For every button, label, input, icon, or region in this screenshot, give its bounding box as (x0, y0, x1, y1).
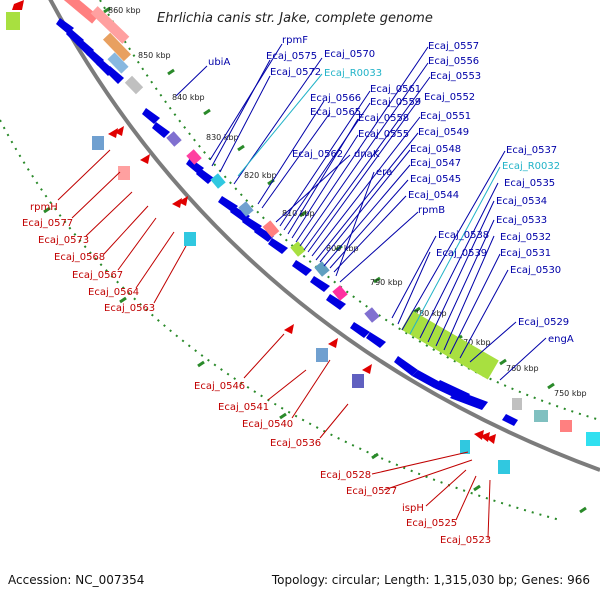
kbp-scale-labels: 860 kbp 850 kbp 840 kbp 830 kbp 820 kbp … (108, 6, 587, 398)
rna-gene-label: Ecaj_R0033 (324, 68, 382, 79)
inner-gene-blocks (6, 12, 510, 474)
gene-label: engA (548, 334, 574, 345)
gene-label: Ecaj_0564 (88, 287, 139, 298)
genome-backbone (48, 0, 600, 472)
kbp-label: 810 kbp (282, 209, 315, 218)
gene-label: Ecaj_0545 (410, 174, 461, 185)
kbp-label: 860 kbp (108, 6, 141, 15)
gene-label: ubiA (208, 57, 230, 68)
gene-label: Ecaj_0530 (510, 265, 561, 276)
gene-label: Ecaj_0568 (54, 252, 105, 263)
kbp-label: 780 kbp (414, 309, 447, 318)
gene-label: Ecaj_0527 (346, 486, 397, 497)
gene-label: Ecaj_0573 (38, 235, 89, 246)
kbp-label: 800 kbp (326, 244, 359, 253)
gene-label: Ecaj_0575 (266, 51, 317, 62)
forward-strand-labels: rpmH Ecaj_0577 Ecaj_0573 Ecaj_0568 Ecaj_… (22, 202, 491, 546)
gene-label: era (376, 167, 392, 178)
gene-label: Ecaj_0549 (418, 127, 469, 138)
gene-label: Ecaj_0535 (504, 178, 555, 189)
gene-label: Ecaj_0539 (436, 248, 487, 259)
gene-label: Ecaj_0544 (408, 190, 459, 201)
gene-label: Ecaj_0528 (320, 470, 371, 481)
gene-label: Ecaj_0537 (506, 145, 557, 156)
gene-label: Ecaj_0548 (410, 144, 461, 155)
gene-label: rpmH (30, 202, 58, 213)
gene-label: Ecaj_0563 (104, 303, 155, 314)
outer-scale-ring (99, 0, 600, 421)
kbp-label: 850 kbp (138, 51, 171, 60)
gene-label: Ecaj_0546 (194, 381, 245, 392)
kbp-label: 790 kbp (370, 278, 403, 287)
gene-label: Ecaj_0559 (370, 97, 421, 108)
kbp-label: 820 kbp (244, 171, 277, 180)
gene-label: Ecaj_0566 (310, 93, 361, 104)
gene-label: Ecaj_0572 (270, 67, 321, 78)
gene-label: Ecaj_0553 (430, 71, 481, 82)
kbp-label: 840 kbp (172, 93, 205, 102)
gene-label: Ecaj_0531 (500, 248, 551, 259)
gene-label: Ecaj_0556 (428, 56, 479, 67)
gene-label: Ecaj_0557 (428, 41, 479, 52)
rna-gene-label: Ecaj_R0032 (502, 161, 560, 172)
gene-label: Ecaj_0523 (440, 535, 491, 546)
kbp-label: 830 kbp (206, 133, 239, 142)
gene-label: Ecaj_0570 (324, 49, 375, 60)
gene-label: Ecaj_0525 (406, 518, 457, 529)
gene-label: Ecaj_0562 (292, 149, 343, 160)
scale-ring-ticks (43, 6, 587, 514)
inner-scale-ring (0, 119, 561, 521)
kbp-label: 750 kbp (554, 389, 587, 398)
gene-label: Ecaj_0551 (420, 111, 471, 122)
topology-text: Topology: circular; Length: 1,315,030 bp… (271, 573, 590, 587)
accession-text: Accession: NC_007354 (8, 573, 145, 587)
blue-leader-lines (175, 43, 547, 381)
reverse-strand-genes (56, 18, 518, 426)
gene-label: Ecaj_0533 (496, 215, 547, 226)
gene-label: Ecaj_0536 (270, 438, 321, 449)
gene-label: Ecaj_0532 (500, 232, 551, 243)
gene-label: Ecaj_0561 (370, 84, 421, 95)
reverse-strand-labels: ubiA rpmF Ecaj_0575 Ecaj_0572 Ecaj_0570 … (208, 35, 574, 345)
kbp-label: 770 kbp (458, 338, 491, 347)
gene-label: Ecaj_0558 (358, 113, 409, 124)
gene-label: Ecaj_0538 (438, 230, 489, 241)
gene-label: Ecaj_0567 (72, 270, 123, 281)
gene-label: Ecaj_0555 (358, 129, 409, 140)
gene-label: dnaK (354, 149, 380, 160)
gene-label: Ecaj_0547 (410, 158, 461, 169)
cyan-leader-line (237, 73, 323, 177)
gene-label: Ecaj_0540 (242, 419, 293, 430)
forward-strand-genes (12, 0, 496, 444)
gene-label: Ecaj_0541 (218, 402, 269, 413)
gene-label: Ecaj_0534 (496, 196, 547, 207)
gene-label: Ecaj_0577 (22, 218, 73, 229)
map-title: Ehrlichia canis str. Jake, complete geno… (157, 11, 433, 26)
gene-label: Ecaj_0552 (424, 92, 475, 103)
red-leader-lines (57, 149, 491, 539)
gene-label: rpmF (282, 35, 308, 46)
gene-label: rpmB (418, 205, 445, 216)
kbp-label: 760 kbp (506, 364, 539, 373)
gene-label: Ecaj_0565 (310, 107, 361, 118)
gene-label: ispH (402, 503, 424, 514)
cyan-leader-line (409, 166, 501, 335)
gene-label: Ecaj_0529 (518, 317, 569, 328)
